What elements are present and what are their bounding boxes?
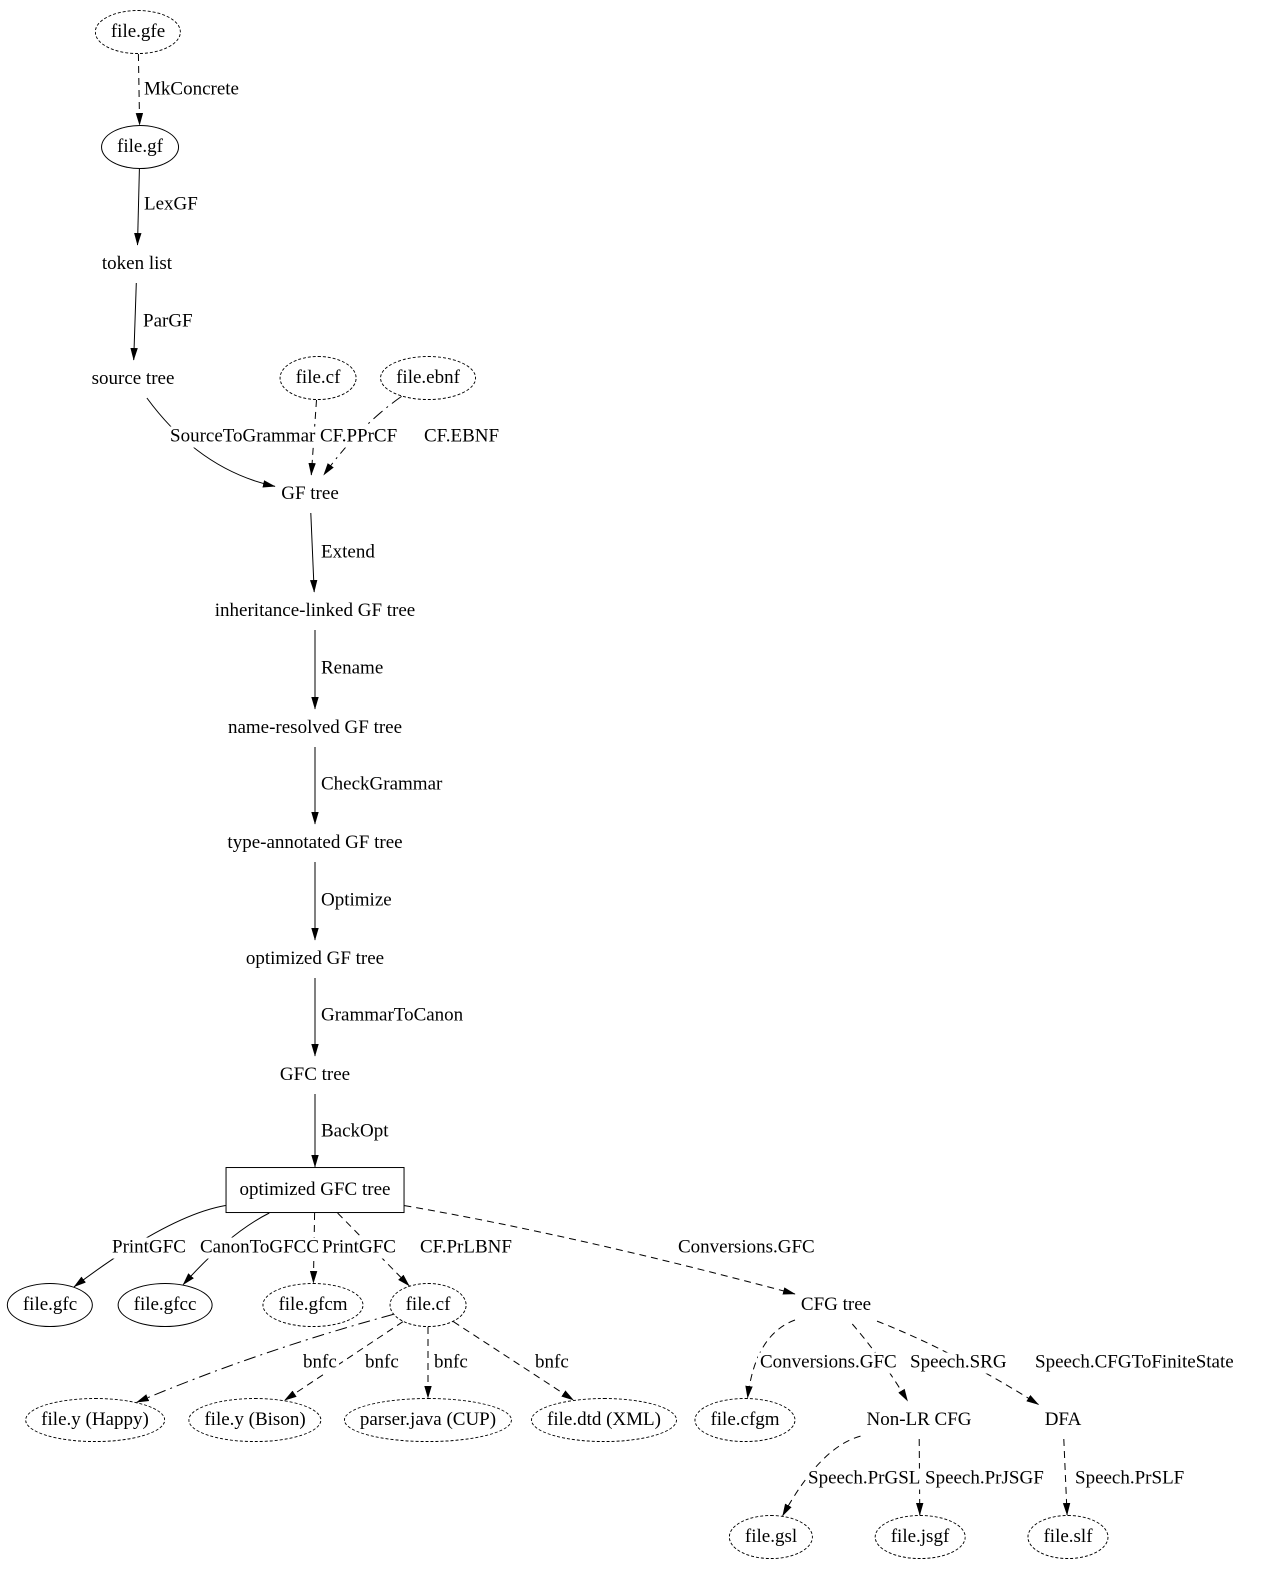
- edge-optimized-gfc-tree-to-file-gfc: [73, 1205, 226, 1288]
- edge-optimized-gfc-tree-to-cfg-tree: [404, 1205, 796, 1295]
- edge-gf-tree-to-inheritance-linked-gf-tree: [309, 512, 318, 593]
- edge-file-cf-out-to-file-y-happy: [136, 1313, 394, 1403]
- edge-file-cf-out-to-file-dtd-xml: [453, 1321, 574, 1401]
- edge-optimized-gfc-tree-to-file-gfcc: [182, 1212, 270, 1286]
- edge-optimized-gfc-tree-to-file-gfcm: [309, 1212, 318, 1284]
- edge-cfg-tree-to-non-lr-cfg: [851, 1323, 909, 1402]
- edge-file-cf-in-to-gf-tree: [308, 399, 317, 476]
- edge-non-lr-cfg-to-file-jsgf: [916, 1438, 924, 1516]
- edge-file-ebnf-to-gf-tree: [323, 395, 402, 476]
- edge-file-gfe-to-file-gf: [135, 53, 144, 126]
- edge-file-gf-to-token-list: [134, 168, 142, 246]
- edge-source-tree-to-gf-tree: [146, 397, 276, 488]
- edge-file-cf-out-to-file-y-bison: [284, 1321, 404, 1401]
- edge-cfg-tree-to-dfa: [876, 1320, 1040, 1405]
- edge-cfg-tree-to-file-cfgm: [745, 1319, 796, 1399]
- edge-dfa-to-file-slf: [1062, 1438, 1071, 1516]
- edge-optimized-gfc-tree-to-file-cf-out: [337, 1212, 410, 1287]
- edge-non-lr-cfg-to-file-gsl: [782, 1435, 861, 1517]
- edge-token-list-to-source-tree: [130, 282, 138, 361]
